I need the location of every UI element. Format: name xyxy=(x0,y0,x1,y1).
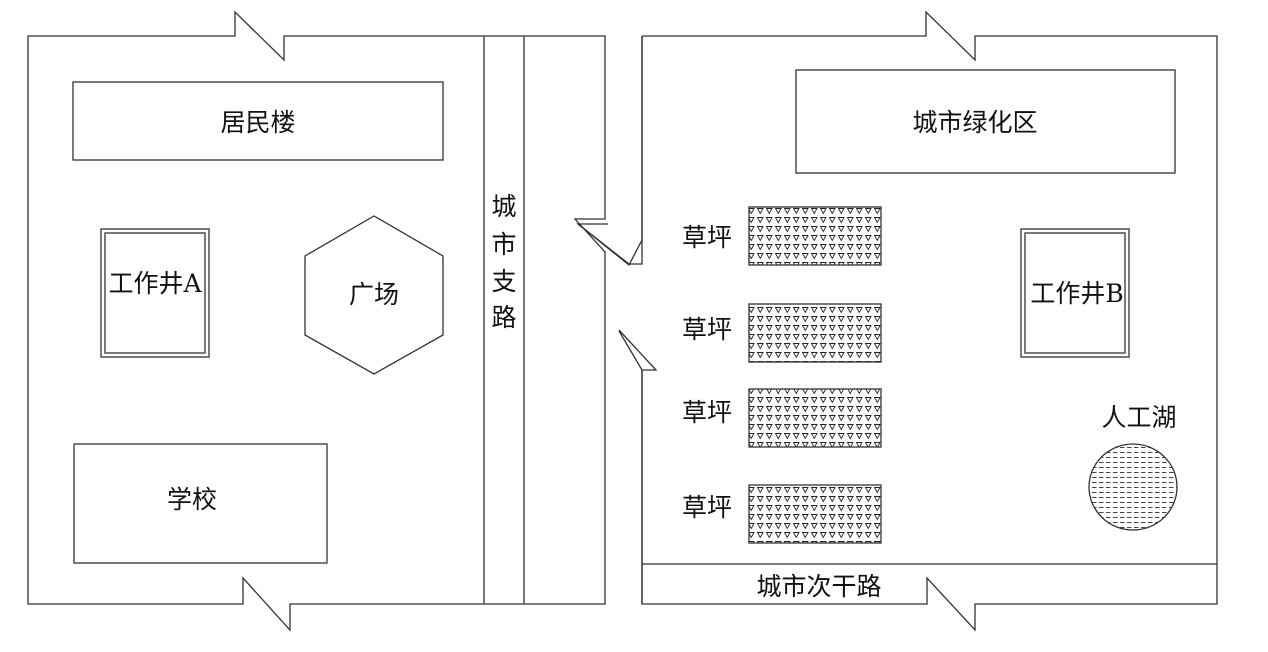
school-label: 学校 xyxy=(167,485,217,514)
branch-road-char: 支 xyxy=(491,267,516,296)
artificial-lake-label: 人工湖 xyxy=(1101,403,1176,432)
plaza-label: 广场 xyxy=(349,280,399,309)
work-shaft-a xyxy=(100,228,210,358)
right-block-left-edge-lower xyxy=(618,329,658,604)
residential-building xyxy=(72,81,444,161)
secondary-road-label: 城市次干路 xyxy=(756,572,881,601)
lawn-label: 草坪 xyxy=(682,315,732,344)
branch-road-char: 城 xyxy=(491,192,516,221)
right-block-left-edge xyxy=(577,36,643,265)
plaza xyxy=(304,215,444,375)
lawn-label: 草坪 xyxy=(682,223,732,252)
residential-building-label: 居民楼 xyxy=(220,108,295,137)
branch-road-label: 城 市 支 路 xyxy=(491,192,516,332)
branch-road-char: 路 xyxy=(491,303,516,332)
work-shaft-b xyxy=(1020,228,1130,358)
lawn-label: 草坪 xyxy=(682,398,732,427)
urban-green-zone xyxy=(795,69,1176,174)
urban-green-zone-label: 城市绿化区 xyxy=(912,108,1037,137)
left-block-boundary xyxy=(27,10,606,632)
lawn: 草坪 xyxy=(682,303,882,363)
school xyxy=(73,443,328,564)
branch-road-char: 市 xyxy=(491,230,516,259)
lawn: 草坪 xyxy=(682,388,882,448)
artificial-lake xyxy=(1088,443,1178,531)
work-shaft-b-label: 工作井B xyxy=(1030,279,1123,308)
lawn: 草坪 xyxy=(682,206,882,266)
lawn: 草坪 xyxy=(682,484,882,544)
work-shaft-a-label: 工作井A xyxy=(108,269,202,298)
lawn-label: 草坪 xyxy=(682,493,732,522)
